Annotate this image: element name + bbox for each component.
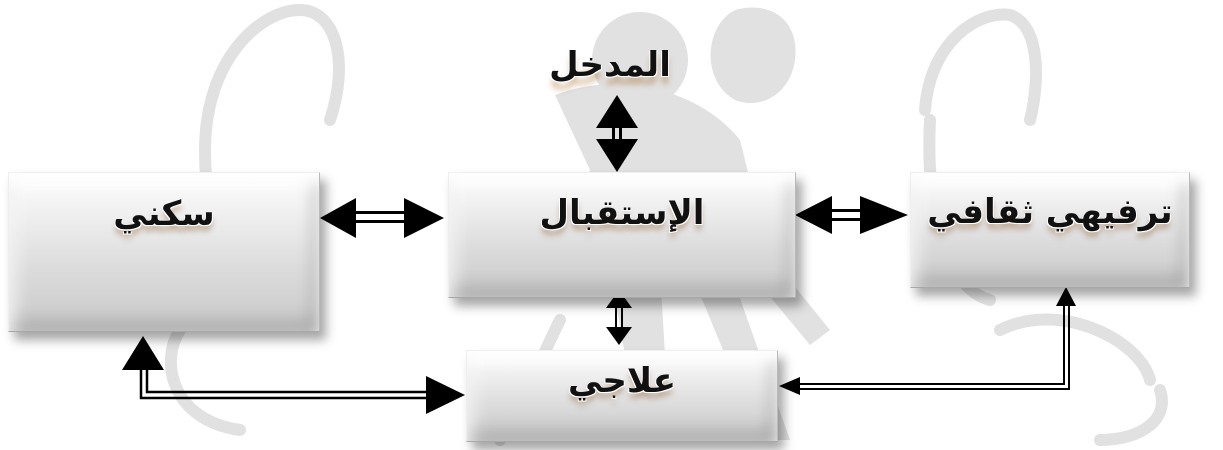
entrance-label: المدخل (549, 45, 671, 85)
therapeutic-label: علاجي (568, 361, 676, 401)
residential-reception-arrow (320, 198, 444, 238)
residential-box: سكني (8, 172, 320, 332)
residential-label: سكني (113, 194, 215, 234)
reception-therapeutic-arrow (606, 290, 632, 345)
therapeutic-box: علاجي (466, 350, 778, 442)
entrance-reception-arrow (596, 95, 638, 172)
reception-label: الإستقبال (539, 193, 705, 233)
recreational-cultural-label: ترفيهي ثقافي (927, 192, 1173, 232)
therapeutic-recreational-arrow (779, 287, 1076, 395)
residential-therapeutic-arrow (122, 336, 465, 414)
reception-recreational-arrow (795, 196, 908, 234)
recreational-cultural-box: ترفيهي ثقافي (910, 172, 1190, 288)
reception-box: الإستقبال (448, 172, 796, 298)
